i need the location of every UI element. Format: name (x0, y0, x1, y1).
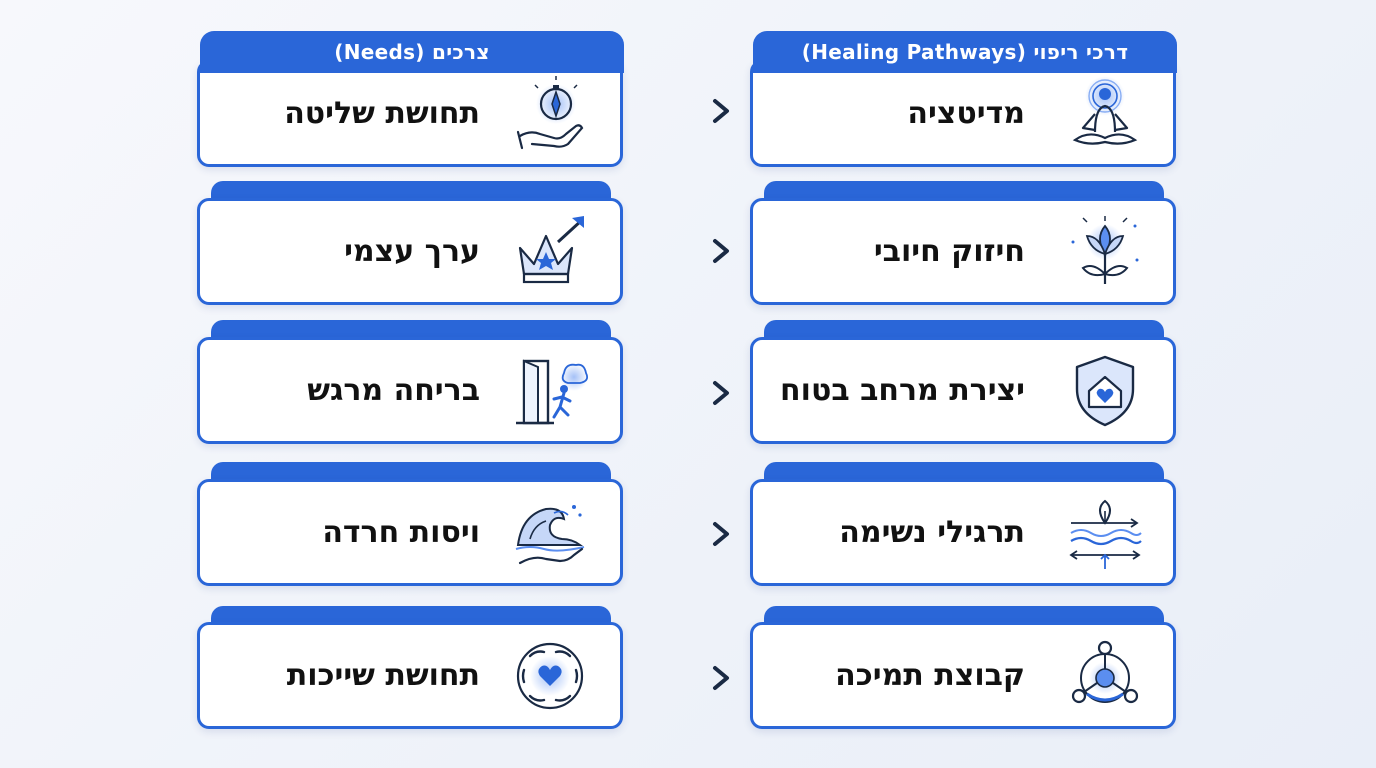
need-label: ערך עצמי (344, 234, 480, 269)
wave-in-hand-icon (515, 504, 585, 564)
need-card-emotion-escape[interactable]: בריחה מרגש (197, 337, 623, 444)
arrow-right-icon (645, 522, 729, 546)
pathway-card-positive-reinforcement[interactable]: חיזוק חיובי (750, 198, 1176, 305)
need-card-self-worth[interactable]: ערך עצמי (197, 198, 623, 305)
pathway-card-breathing[interactable]: תרגילי נשימה (750, 479, 1176, 586)
needs-header: צרכים (Needs) (200, 31, 624, 73)
meditation-icon (1072, 75, 1138, 145)
pathway-card-meditation[interactable]: מדיטציה (750, 60, 1176, 167)
crown-growth-icon (518, 215, 584, 283)
need-card-anxiety-regulation[interactable]: ויסות חרדה (197, 479, 623, 586)
compass-in-hand-icon (516, 75, 584, 149)
need-card-belonging[interactable]: תחושת שייכות (197, 622, 623, 729)
arrow-right-icon (645, 666, 729, 690)
pathways-column: מדיטציה חיזוק חיובי (750, 0, 1180, 768)
pathways-header: דרכי ריפוי (Healing Pathways) (753, 31, 1177, 73)
lotus-flower-icon (1071, 215, 1139, 284)
pathway-label: תרגילי נשימה (839, 515, 1025, 550)
need-label: תחושת שליטה (284, 96, 480, 131)
pathway-label: יצירת מרחב בטוח (780, 373, 1025, 408)
door-escape-icon (516, 358, 589, 424)
need-label: ויסות חרדה (322, 515, 480, 550)
need-label: תחושת שייכות (286, 658, 480, 693)
pathway-label: מדיטציה (907, 96, 1025, 131)
pathway-card-safe-space[interactable]: יצירת מרחב בטוח (750, 337, 1176, 444)
need-label: בריחה מרגש (307, 373, 480, 408)
pathway-label: קבוצת תמיכה (835, 658, 1025, 693)
shield-home-heart-icon (1075, 355, 1135, 426)
hands-heart-circle-icon (516, 642, 584, 709)
needs-column: תחושת שליטה ערך עצמי בריחה מרגש (197, 0, 627, 768)
pathway-card-support-group[interactable]: קבוצת תמיכה (750, 622, 1176, 729)
arrow-right-icon (645, 99, 729, 123)
need-card-control[interactable]: תחושת שליטה (197, 60, 623, 167)
arrow-right-icon (645, 239, 729, 263)
breathing-waves-icon (1069, 499, 1142, 569)
pathway-label: חיזוק חיובי (873, 234, 1025, 269)
arrow-right-icon (645, 381, 729, 405)
support-network-icon (1071, 640, 1139, 703)
